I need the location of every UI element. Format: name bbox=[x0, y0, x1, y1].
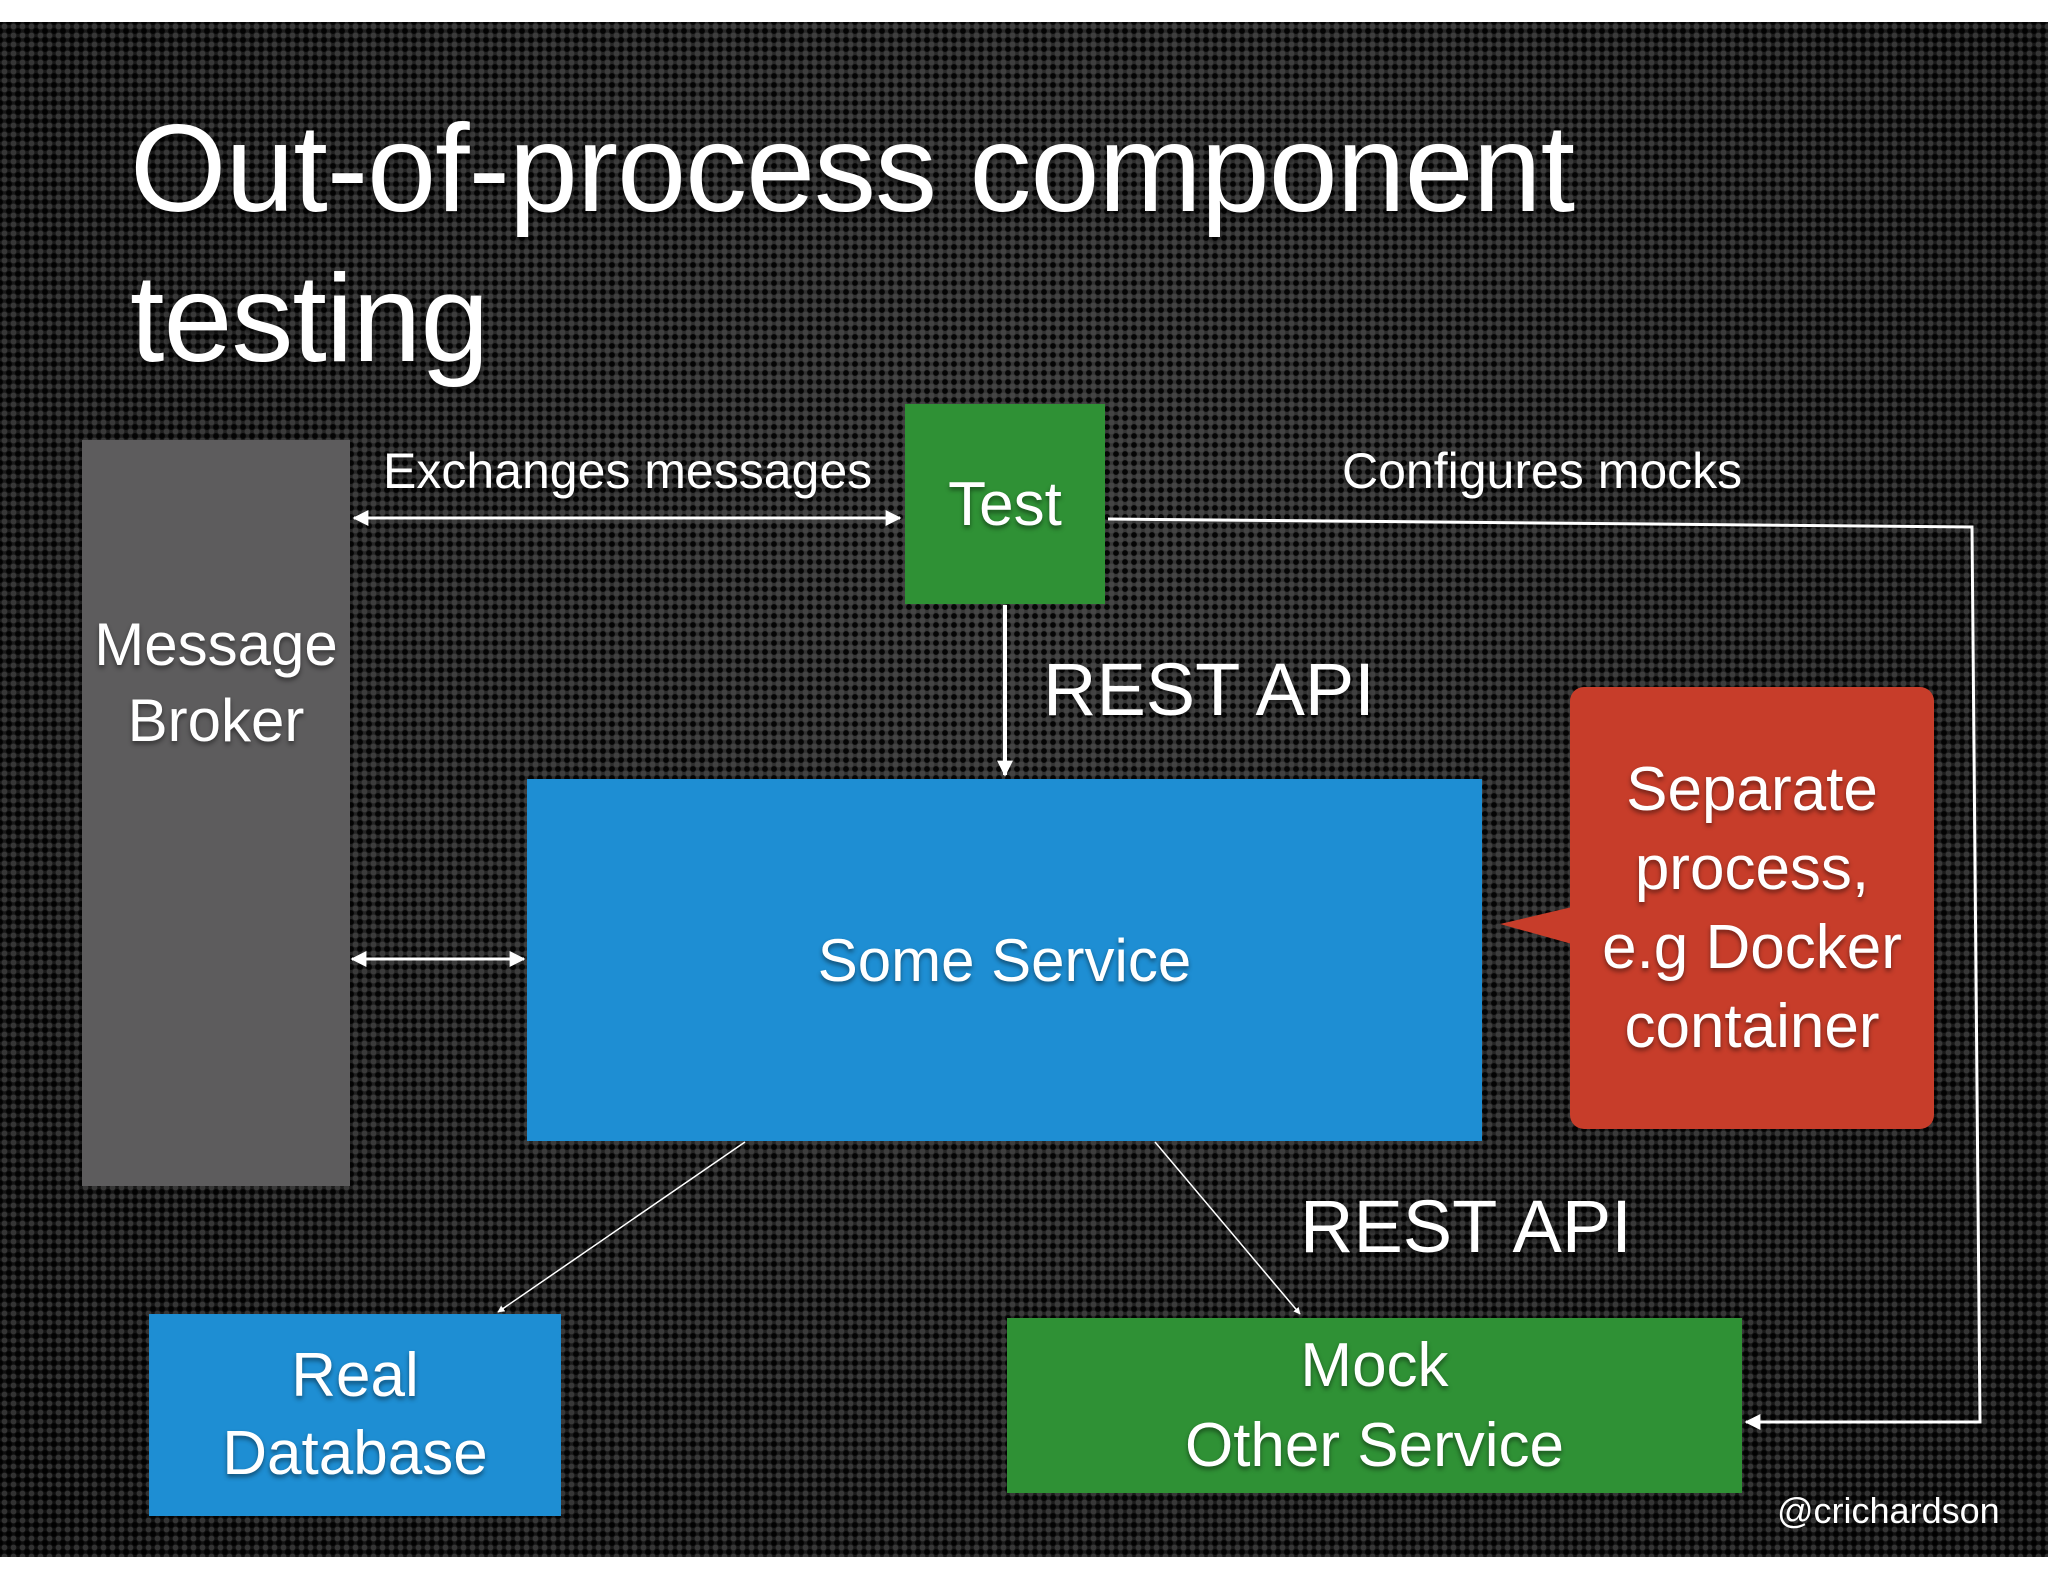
some-service-box: Some Service bbox=[527, 779, 1482, 1141]
mock-other-service-line-1: Mock bbox=[1300, 1330, 1449, 1400]
test-label: Test bbox=[948, 469, 1062, 539]
callout-line-4: container bbox=[1624, 992, 1880, 1061]
rest-api-test-label: REST API bbox=[1043, 648, 1375, 731]
exchanges-messages-label: Exchanges messages bbox=[383, 443, 873, 499]
callout-pointer bbox=[1500, 907, 1572, 944]
configures-mocks-label: Configures mocks bbox=[1342, 443, 1743, 499]
some-service-label: Some Service bbox=[817, 926, 1192, 994]
message-broker-line-2: Broker bbox=[127, 687, 305, 754]
separate-process-callout: Separate process, e.g Docker container bbox=[1570, 687, 1934, 1129]
service-database-arrow bbox=[497, 1141, 746, 1313]
rest-api-mock-label: REST API bbox=[1300, 1185, 1632, 1268]
message-broker-box: Message Broker bbox=[82, 440, 350, 1186]
message-broker-line-1: Message bbox=[94, 611, 338, 678]
slide-title: Out-of-process component testing bbox=[130, 94, 1830, 394]
real-database-box: Real Database bbox=[149, 1314, 561, 1516]
real-database-line-1: Real bbox=[291, 1341, 419, 1410]
title-line-2: testing bbox=[130, 250, 489, 388]
test-box: Test bbox=[905, 404, 1105, 604]
mock-other-service-line-2: Other Service bbox=[1184, 1410, 1565, 1480]
title-line-1: Out-of-process component bbox=[130, 100, 1575, 238]
slide: Out-of-process component testing Message… bbox=[0, 22, 2048, 1557]
service-mock-arrow bbox=[1154, 1141, 1301, 1315]
author-handle: @crichardson bbox=[1777, 1490, 2000, 1531]
real-database-line-2: Database bbox=[222, 1419, 488, 1488]
callout-line-2: process, bbox=[1634, 834, 1870, 903]
mock-other-service-box: Mock Other Service bbox=[1007, 1318, 1742, 1493]
callout-line-1: Separate bbox=[1626, 755, 1878, 824]
callout-line-3: e.g Docker bbox=[1602, 913, 1902, 982]
